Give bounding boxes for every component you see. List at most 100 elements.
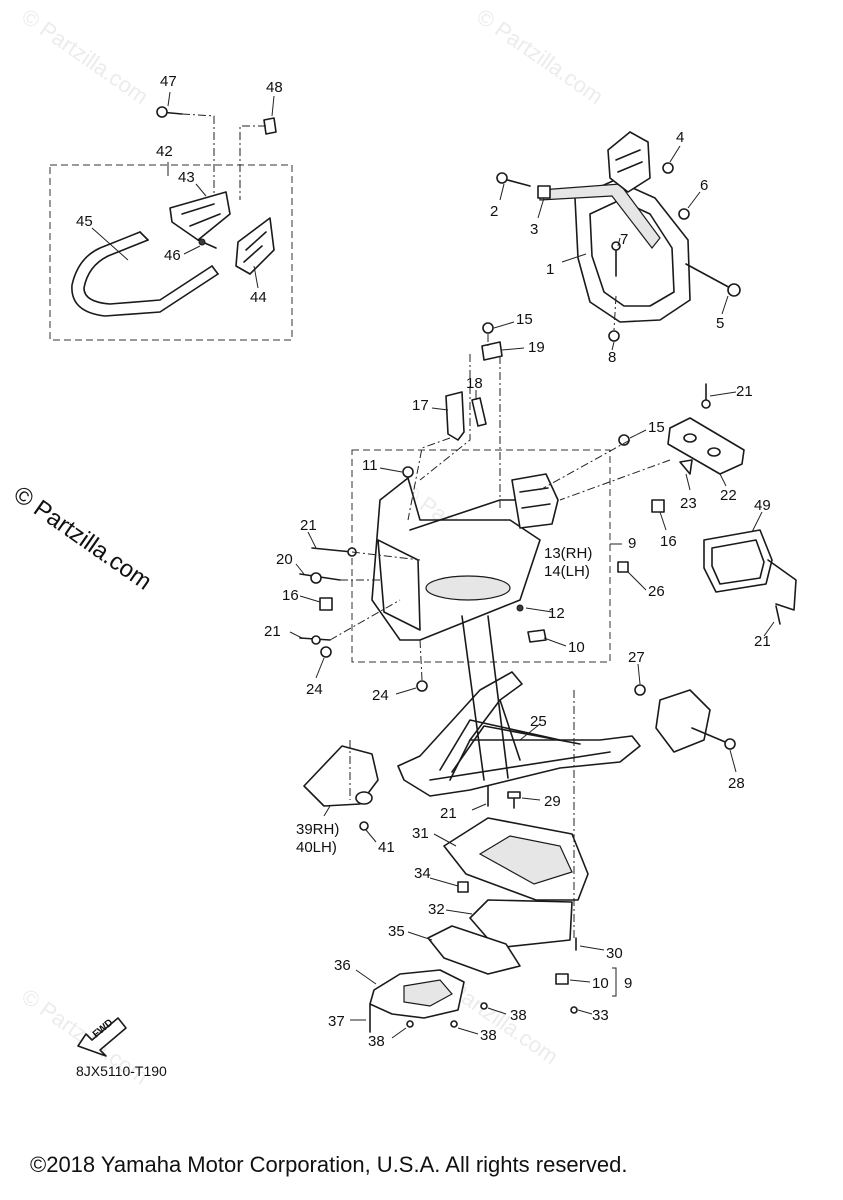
callout-14: 14(LH) xyxy=(544,563,590,580)
callout-21e: 21 xyxy=(440,805,457,822)
bracket-39-40 xyxy=(303,745,379,807)
leader xyxy=(487,1007,507,1015)
leader xyxy=(183,245,201,255)
bolt-38b xyxy=(450,1020,458,1028)
callout-16a: 16 xyxy=(660,533,677,550)
leader-dash xyxy=(613,295,617,331)
mount-bracket-detail xyxy=(615,149,643,173)
leader xyxy=(519,723,541,741)
callout-10a: 10 xyxy=(568,639,585,656)
skid-plate-cutout xyxy=(478,835,573,885)
callout-40: 40LH) xyxy=(296,839,337,856)
pin-21d xyxy=(775,605,781,625)
callout-8: 8 xyxy=(608,349,616,366)
callout-11: 11 xyxy=(362,457,378,474)
callout-24a: 24 xyxy=(306,681,323,698)
bolt-2-head xyxy=(496,172,508,184)
front-frame xyxy=(371,477,541,641)
bumper-bar-45-inner xyxy=(83,239,213,305)
callout-2: 2 xyxy=(490,203,498,220)
leader xyxy=(457,1027,479,1035)
leader xyxy=(577,1009,593,1015)
frame-25-rails xyxy=(429,719,611,781)
callout-15a: 15 xyxy=(516,311,533,328)
leader xyxy=(537,197,545,219)
leader-dash xyxy=(329,599,401,641)
bolt-5 xyxy=(685,263,735,291)
leader xyxy=(295,563,305,575)
watermark-text: © Partzilla.com xyxy=(472,4,608,110)
callout-21a: 21 xyxy=(736,383,753,400)
leader xyxy=(323,805,331,817)
leader-dash xyxy=(239,125,266,200)
leader-dash xyxy=(419,639,423,681)
callout-15b: 15 xyxy=(648,419,665,436)
copyright-notice: ©2018 Yamaha Motor Corporation, U.S.A. A… xyxy=(30,1152,627,1177)
upper-guard-assembly xyxy=(496,131,741,351)
side-watermark: © Partzilla.com xyxy=(9,481,157,596)
callout-7: 7 xyxy=(620,231,628,248)
leader xyxy=(543,637,567,647)
callout-9a: 9 xyxy=(628,535,636,552)
callout-47: 47 xyxy=(160,73,177,90)
callout-21b: 21 xyxy=(300,517,317,534)
leader-dash xyxy=(351,551,421,561)
leader xyxy=(471,803,487,811)
bolt-47-head xyxy=(156,106,168,118)
leader-dash xyxy=(559,459,671,501)
lower-right-fasteners xyxy=(555,690,617,1015)
guard-1 xyxy=(574,179,691,323)
plate-35 xyxy=(427,925,521,975)
leader xyxy=(433,833,457,847)
bolt-24b xyxy=(416,680,428,692)
leader xyxy=(499,183,505,201)
leader xyxy=(307,531,317,549)
clip-10 xyxy=(527,629,547,643)
plate-22 xyxy=(667,417,745,475)
leader xyxy=(751,511,763,533)
leader xyxy=(365,829,377,843)
leader xyxy=(501,347,525,351)
leader-dash xyxy=(419,354,471,481)
callout-22: 22 xyxy=(720,487,737,504)
leader xyxy=(379,467,403,473)
upper-right-plate xyxy=(539,383,745,531)
leader xyxy=(299,595,321,603)
callout-36: 36 xyxy=(334,957,351,974)
callout-41: 41 xyxy=(378,839,395,856)
callout-45: 45 xyxy=(76,213,93,230)
leader xyxy=(355,969,377,985)
callout-32: 32 xyxy=(428,901,445,918)
nut-41 xyxy=(359,821,369,831)
callout-9b: 9 xyxy=(624,975,632,992)
panel-49 xyxy=(703,529,773,593)
upper-bracket xyxy=(419,321,525,510)
bracket-39-40-boss xyxy=(355,791,373,805)
leader xyxy=(569,979,591,983)
callout-42: 42 xyxy=(156,143,173,160)
callout-38b: 38 xyxy=(480,1027,497,1044)
bolt-11 xyxy=(402,466,414,478)
bumper-bar-45-cap xyxy=(139,231,219,275)
callout-6: 6 xyxy=(700,177,708,194)
plate-44 xyxy=(235,217,275,275)
callout-34: 34 xyxy=(414,865,431,882)
leader xyxy=(579,945,605,951)
mount-bracket xyxy=(607,131,651,193)
clip-48 xyxy=(263,117,277,135)
collar-3 xyxy=(537,185,551,199)
callout-30: 30 xyxy=(606,945,623,962)
frame-box xyxy=(351,449,611,663)
cap-16a xyxy=(319,597,333,611)
bolt-33 xyxy=(570,1006,578,1014)
lower-fasteners xyxy=(471,785,541,811)
bolt-46-head xyxy=(198,238,206,246)
leader xyxy=(685,473,691,491)
callout-37: 37 xyxy=(328,1013,345,1030)
nut-8 xyxy=(608,330,620,342)
nut-27 xyxy=(634,684,646,696)
front-frame-inner xyxy=(377,539,421,631)
callout-24b: 24 xyxy=(372,687,389,704)
leader xyxy=(429,877,459,887)
leader xyxy=(91,227,129,261)
